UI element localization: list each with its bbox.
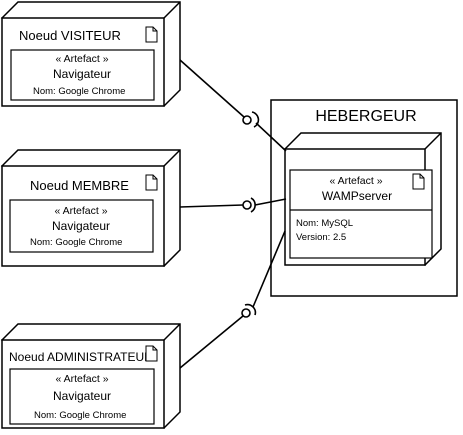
connector-line [179,315,244,369]
artifact-stereotype: « Artefact » [54,205,107,217]
artifact-box [9,368,155,425]
provided-interface-ball [242,200,252,210]
artifact-property: Version: 2.5 [296,232,346,243]
connector-line [252,230,286,308]
server-node-hebergeur: HEBERGEUR « Artefact » WAMPserver Nom: M… [270,99,458,297]
artifact-stereotype: « Artefact » [55,373,108,385]
artifact-property: Nom: Google Chrome [30,237,122,248]
artifact-box [10,49,155,101]
artifact-box [9,199,154,253]
artifact-icon [412,173,425,190]
connector-line [179,59,245,118]
server-label: HEBERGEUR [315,108,416,125]
connector-line [179,204,244,208]
client-node-administrateur: Noeud ADMINISTRATEUR « Artefact » Naviga… [0,323,181,429]
provided-interface-ball [242,115,252,125]
connector-membre [179,197,287,213]
artifact-icon [145,345,158,362]
artifact-stereotype: « Artefact » [329,175,382,187]
provided-interface-ball [241,308,251,318]
required-interface-socket [251,111,260,128]
artifact-property: Nom: Google Chrome [34,410,126,421]
server-artifact-box [289,169,433,259]
artifact-icon [145,174,158,191]
client-node-visiteur: Noeud VISITEUR « Artefact » Navigateur N… [0,1,181,107]
connector-line [254,198,287,206]
artifact-property: Nom: Google Chrome [33,86,125,97]
artifact-name: Navigateur [53,67,111,81]
artifact-icon [145,26,158,43]
client-node-membre: Noeud MEMBRE « Artefact » Navigateur Nom… [0,149,181,267]
connector-line [255,122,287,152]
node-label: Noeud ADMINISTRATEUR [9,350,153,364]
artifact-property: Nom: MySQL [296,218,353,229]
connector-visiteur [179,59,287,152]
artifact-name: Navigateur [52,219,110,233]
node-label: Noeud MEMBRE [30,178,129,193]
artifact-name: Navigateur [53,389,111,403]
node-label: Noeud VISITEUR [19,28,121,43]
artifact-name: WAMPserver [322,189,392,203]
artifact-stereotype: « Artefact » [55,53,108,65]
connector-administrateur [179,230,286,369]
